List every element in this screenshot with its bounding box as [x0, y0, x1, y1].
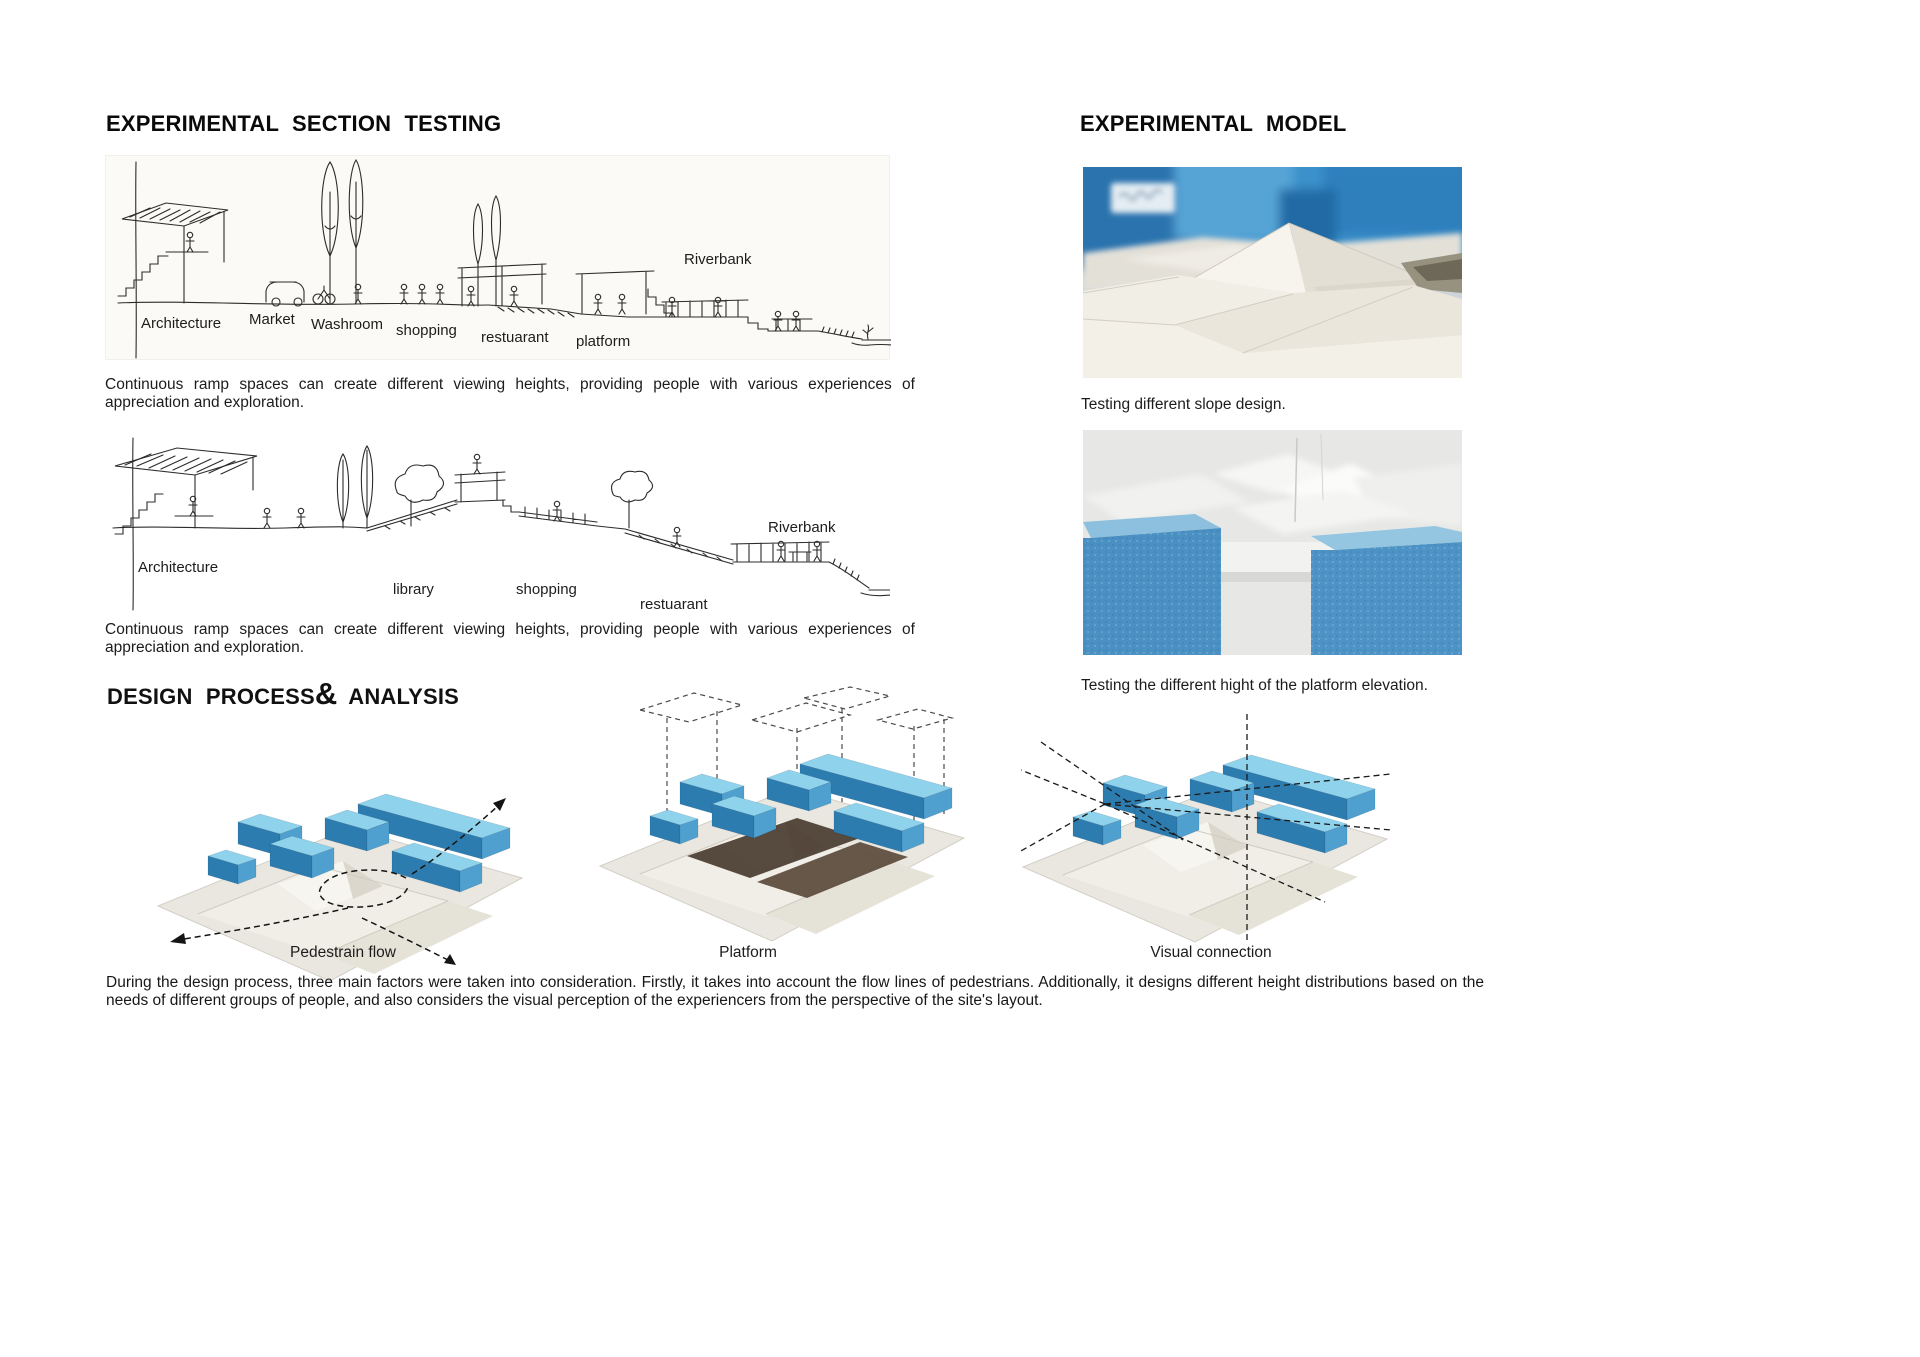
process-model-2-image	[599, 686, 965, 942]
sketch2-label-restuarant: restuarant	[640, 596, 708, 613]
process-model-1-image	[157, 793, 523, 982]
process-title-main: DESIGN PROCESS	[107, 684, 315, 709]
model-title: EXPERIMENTAL MODEL	[1080, 111, 1347, 136]
process-title: DESIGN PROCESS&ANALYSIS	[107, 678, 459, 710]
sketch1-label-architecture: Architecture	[141, 315, 221, 332]
process-title-tail: ANALYSIS	[348, 684, 460, 709]
model-photo-2-caption: Testing the different hight of the platf…	[1081, 677, 1428, 694]
sketch2-label-architecture: Architecture	[138, 559, 218, 576]
sketch1-label-market: Market	[249, 311, 296, 328]
sketch2-label-library: library	[393, 581, 434, 598]
model-photo-2	[1083, 430, 1462, 655]
model-photo-1	[1073, 157, 1473, 378]
model-photo-2-image	[1083, 430, 1462, 655]
model-photo-1-image	[1073, 157, 1473, 378]
section-sketch-2-drawing: Architecture library shopping restuarant…	[112, 437, 892, 613]
process-model-1-label: Pedestrain flow	[290, 944, 396, 961]
process-model-3-image	[1018, 714, 1392, 943]
sketch1-label-washroom: Washroom	[311, 316, 383, 333]
process-model-pedestrian-flow	[150, 756, 530, 991]
process-model-2-label: Platform	[719, 944, 777, 961]
section-sketch-2: Architecture library shopping restuarant…	[105, 430, 892, 615]
sketch-1-caption: Continuous ramp spaces can create differ…	[105, 376, 915, 411]
sketch1-label-shopping: shopping	[396, 322, 457, 339]
model-photo-1-caption: Testing different slope design.	[1081, 396, 1286, 413]
process-model-visual-connection	[1015, 712, 1395, 952]
sketch1-label-restuarant: restuarant	[481, 329, 549, 346]
process-model-3-label: Visual connection	[1150, 944, 1272, 961]
sketch2-label-shopping: shopping	[516, 581, 577, 598]
sketch1-label-riverbank: Riverbank	[684, 251, 752, 268]
sketch-2-caption: Continuous ramp spaces can create differ…	[105, 621, 915, 656]
process-title-ampersand: &	[314, 676, 338, 711]
section-testing-title: EXPERIMENTAL SECTION TESTING	[106, 111, 502, 136]
process-model-platform	[592, 686, 972, 948]
section-sketch-1-drawing: Riverbank Architecture Market Washroom s…	[117, 159, 893, 359]
section-sketch-1: Riverbank Architecture Market Washroom s…	[105, 155, 893, 360]
sketch1-label-platform: platform	[576, 333, 630, 350]
process-paragraph: During the design process, three main fa…	[106, 974, 1484, 1009]
sketch2-label-riverbank: Riverbank	[768, 519, 836, 536]
